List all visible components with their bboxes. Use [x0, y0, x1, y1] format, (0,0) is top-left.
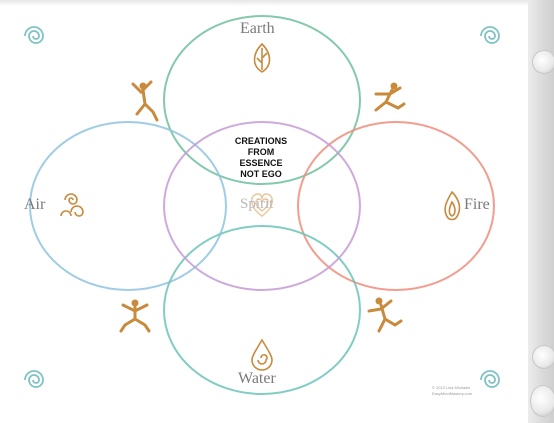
- air-circle: [29, 121, 227, 291]
- fire-label: Fire: [464, 196, 490, 213]
- spiral-icon: [24, 370, 44, 388]
- top-frame: [0, 0, 528, 6]
- earth-label: Earth: [240, 20, 275, 37]
- water-label: Water: [238, 370, 276, 387]
- leaf-icon: [253, 42, 271, 73]
- fire-circle: [297, 121, 495, 291]
- center-line: NOT EGO: [240, 169, 282, 179]
- elements-venn-diagram: [24, 15, 500, 395]
- dancer-figure-icon: [367, 297, 403, 333]
- copyright-note: © 2013 Lisa Michaels EasyMindMastery.com: [432, 385, 472, 397]
- center-line: CREATIONS: [234, 136, 288, 146]
- heart-icon: [251, 193, 273, 217]
- dancer-figure-icon: [119, 299, 151, 333]
- water-circle: [163, 225, 361, 395]
- scroll-knob-top[interactable]: [532, 50, 554, 74]
- spirit-label: Spirit: [240, 196, 274, 212]
- spirit-circle: [163, 121, 361, 291]
- dancer-figure-icon: [131, 80, 159, 122]
- copyright-line: © 2013 Lisa Michaels: [432, 385, 471, 390]
- scroll-knob-bottom[interactable]: [532, 345, 554, 369]
- center-line: ESSENCE: [239, 158, 283, 168]
- center-message: CREATIONS FROM ESSENCE NOT EGO: [205, 136, 317, 180]
- water-drop-icon: [251, 338, 273, 371]
- flame-icon: [444, 190, 461, 221]
- scroll-knob-bottom-2[interactable]: [530, 385, 554, 417]
- spiral-icon: [24, 26, 44, 44]
- earth-circle: [163, 15, 361, 185]
- spiral-icon: [480, 370, 500, 388]
- air-label: Air: [24, 196, 46, 213]
- right-window-edge: [528, 0, 554, 423]
- swirl-icon: [60, 193, 84, 217]
- copyright-url: EasyMindMastery.com: [432, 391, 473, 396]
- spiral-icon: [480, 26, 500, 44]
- center-line: FROM: [247, 147, 275, 157]
- dancer-figure-icon: [374, 82, 406, 112]
